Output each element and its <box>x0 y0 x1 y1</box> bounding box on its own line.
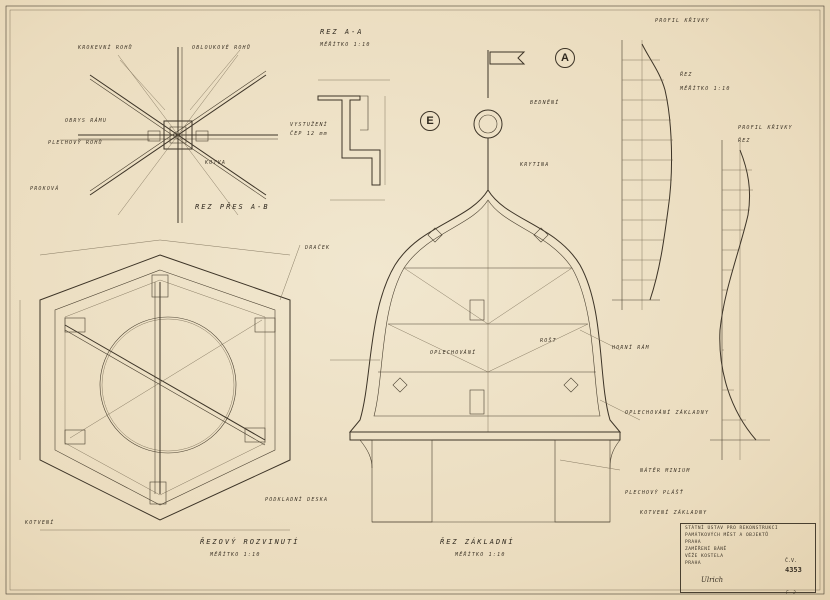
stamp-row-5: PRAHA <box>685 561 702 566</box>
stamp-row-4: VĚŽE KOSTELA <box>685 554 724 559</box>
annotation-ml-1: ČEP 12 mm <box>290 131 328 137</box>
annotation-rm-1: ŘEZ <box>738 138 751 144</box>
annotation-br-2: PLECHOVÝ PLÁŠŤ <box>625 490 684 496</box>
annotation-bell-0: BEDNĚNÍ <box>530 100 560 106</box>
stamp-number-label: Č.V. <box>785 558 798 564</box>
annotation-rt-1: ŘEZ <box>680 72 693 78</box>
rafter-star-plan <box>78 47 278 223</box>
annotation-tl-2: OBRYS RÁMU <box>65 118 108 124</box>
annotation-rt-2: MĚŘÍTKO 1:10 <box>680 86 731 92</box>
title-section-left: ŘEZOVÝ ROZVINUTÍ <box>200 538 300 546</box>
leader-lines <box>60 49 641 471</box>
annotation-plan-0: DRAČEK <box>305 245 331 251</box>
annotation-plan-2: KOTVENÍ <box>25 520 55 526</box>
annotation-br-1: NÁTĚR MINIUM <box>640 468 691 474</box>
stamp-number: 4353 <box>785 566 802 574</box>
annotation-bell-1: KRYTINA <box>520 162 550 168</box>
scale-note-mid: MĚŘÍTKO 1:10 <box>455 552 506 558</box>
corner-note: F 2 <box>786 590 797 595</box>
stamp-row-2: PRAHA <box>685 540 702 545</box>
annotation-br-0: OPLECHOVÁNÍ ZÁKLADNY <box>625 410 710 416</box>
bell-roof-section <box>348 50 622 523</box>
annotation-bell-3: ROŠT <box>540 338 557 344</box>
annotation-rm-0: PROFIL KŘIVKY <box>738 125 793 131</box>
stamp-signature: Ulrich <box>701 576 724 584</box>
annotation-br-3: KOTVENÍ ZÁKLADNY <box>640 510 708 516</box>
scale-note-top: MĚŘÍTKO 1:10 <box>320 42 371 48</box>
marker-a: A <box>555 48 575 68</box>
stamp-row-0: STÁTNÍ ÚSTAV PRO REKONSTRUKCI <box>685 526 779 531</box>
annotation-rt-0: PROFIL KŘIVKY <box>655 18 710 24</box>
annotation-plan-1: PODKLADNÍ DESKA <box>265 497 329 503</box>
title-block: STÁTNÍ ÚSTAV PRO REKONSTRUKCI PAMÁTKOVÝC… <box>680 523 816 593</box>
scale-note-left: MĚŘÍTKO 1:10 <box>210 552 261 558</box>
annotation-bell-2: OPLECHOVÁNÍ <box>430 350 477 356</box>
annotation-tl-3: PLECHOVÝ ROHŮ <box>48 140 103 146</box>
annotation-tl-1: OBLOUKOVÉ ROHŮ <box>192 45 251 51</box>
hexagon-plan <box>19 239 291 531</box>
marker-e: E <box>420 111 440 131</box>
title-plan-ab: REZ PŘES A-B <box>195 203 270 211</box>
annotation-bell-4: HORNÍ RÁM <box>612 345 650 351</box>
title-legend: REZ A-A <box>320 28 364 36</box>
bracket-detail <box>317 79 390 201</box>
annotation-ml-0: VYSTUŽENÍ <box>290 122 328 128</box>
stamp-row-3: ZAMĚŘENÍ BÁNĚ <box>685 547 727 552</box>
annotation-tl-4: PROKOVÁ <box>30 186 60 192</box>
curve-profile-bottom <box>710 140 770 460</box>
title-section-mid: ŘEZ ZÁKLADNÍ <box>440 538 515 546</box>
stamp-row-1: PAMÁTKOVÝCH MĚST A OBJEKTŮ <box>685 533 769 538</box>
annotation-tl-0: KROKEVNÍ ROHŮ <box>78 45 133 51</box>
curve-profile-top <box>612 40 673 310</box>
annotation-ml-2: KOTVA <box>205 160 227 166</box>
